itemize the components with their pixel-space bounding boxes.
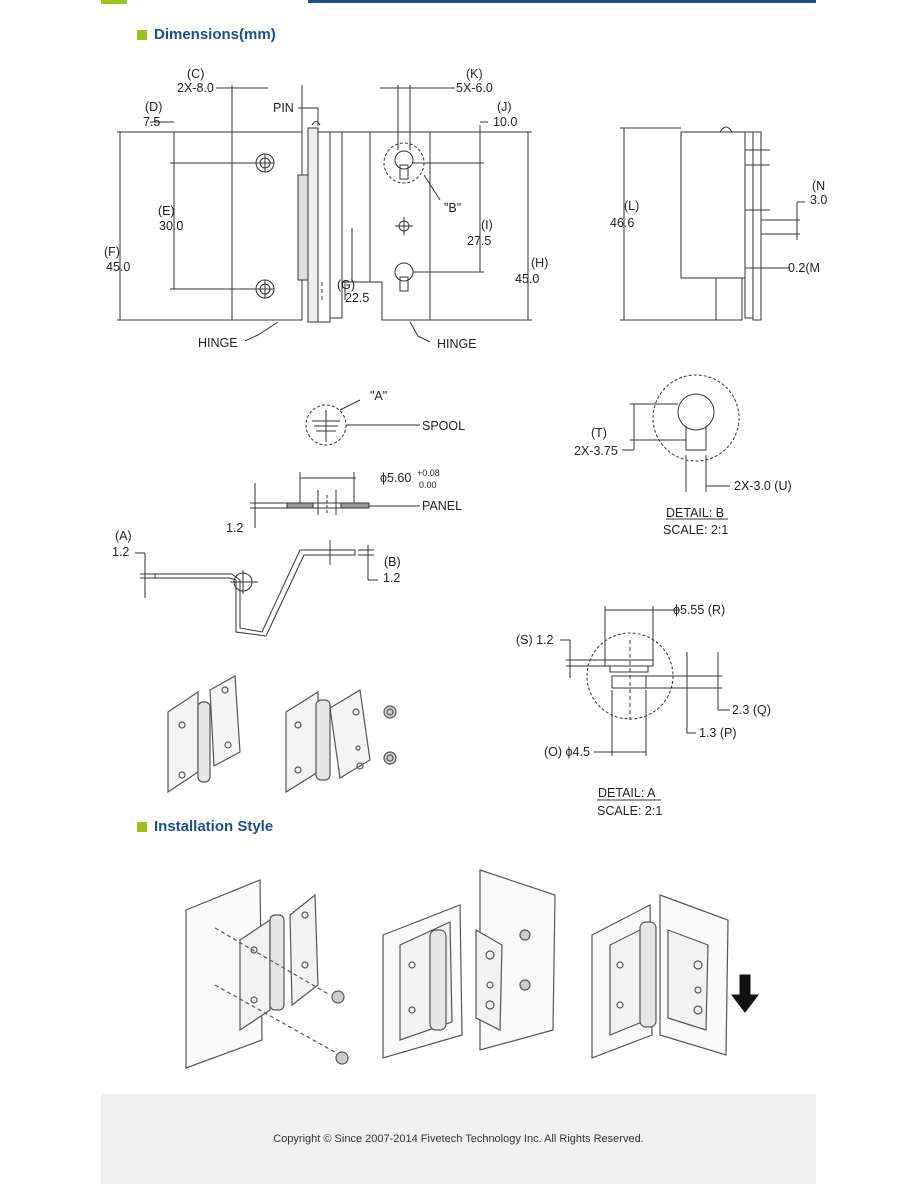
dim-b-label: (B): [384, 555, 401, 569]
pin-label: PIN: [273, 101, 294, 115]
hinge-right-label: HINGE: [437, 337, 477, 351]
dim-h-value: 45.0: [515, 272, 539, 286]
detail-a-scale: SCALE: 2:1: [597, 804, 662, 818]
dim-c-value: 2X-8.0: [177, 81, 214, 95]
dim-d-value: 7.5: [143, 115, 160, 129]
dim-l-label: (L): [624, 199, 639, 213]
dim-n-value: 3.0: [810, 193, 827, 207]
dim-k-label: (K): [466, 67, 483, 81]
down-arrow-icon: [730, 974, 760, 1013]
spool-label: SPOOL: [422, 419, 465, 433]
heading-bullet-icon: [137, 821, 147, 832]
dim-u-value: 2X-3.0 (U): [734, 479, 792, 493]
dimensions-title: Dimensions(mm): [154, 26, 276, 43]
dim-k-value: 5X-6.0: [456, 81, 493, 95]
dim-d-label: (D): [145, 100, 162, 114]
dim-n-label: (N: [812, 179, 825, 193]
dim-c-label: (C): [187, 67, 204, 81]
installation-heading: Installation Style: [137, 818, 273, 835]
dim-q-value: 2.3 (Q): [732, 703, 771, 717]
top-accent-green: [101, 0, 127, 4]
spool-dia-value: ϕ5.60: [380, 471, 411, 485]
panel-thk-value: 1.2: [226, 521, 243, 535]
dim-f-value: 45.0: [106, 260, 130, 274]
detail-a-title: DETAIL: A: [598, 786, 656, 800]
callout-a: "A": [370, 389, 387, 403]
top-accent-blue: [308, 0, 816, 3]
dimensions-heading: Dimensions(mm): [137, 26, 276, 43]
dim-j-label: (J): [497, 100, 512, 114]
copyright-text: Copyright © Since 2007-2014 Fivetech Tec…: [273, 1133, 644, 1145]
dim-j-value: 10.0: [493, 115, 517, 129]
dim-e-value: 30.0: [159, 219, 183, 233]
dim-t-value: 2X-3.75: [574, 444, 618, 458]
dim-i-label: (I): [481, 218, 493, 232]
dim-p-value: 1.3 (P): [699, 726, 737, 740]
dim-b-value: 1.2: [383, 571, 400, 585]
dim-a-label: (A): [115, 529, 132, 543]
installation-title: Installation Style: [154, 818, 274, 835]
dim-o-value: (O) ϕ4.5: [544, 745, 590, 759]
dim-r-value: ϕ5.55 (R): [673, 603, 725, 617]
detail-b-scale: SCALE: 2:1: [663, 523, 728, 537]
spool-tol-upper: +0.08: [417, 468, 440, 478]
dim-h-label: (H): [531, 256, 548, 270]
dim-i-value: 27.5: [467, 234, 491, 248]
dim-g-label: (G): [337, 278, 355, 292]
dim-s-value: (S) 1.2: [516, 633, 554, 647]
dim-l-value: 46.6: [610, 216, 634, 230]
dim-a-value: 1.2: [112, 545, 129, 559]
panel-label: PANEL: [422, 499, 462, 513]
detail-b-title: DETAIL: B: [666, 506, 724, 520]
footer: Copyright © Since 2007-2014 Fivetech Tec…: [101, 1094, 816, 1184]
hinge-left-label: HINGE: [198, 336, 238, 350]
dim-e-label: (E): [158, 204, 175, 218]
spool-tol-lower: 0.00: [419, 480, 437, 490]
dim-g-value: 22.5: [345, 291, 369, 305]
callout-b: "B": [444, 201, 461, 215]
dim-t-label: (T): [591, 426, 607, 440]
dim-m-value: 0.2(M: [788, 261, 820, 275]
dim-f-label: (F): [104, 245, 120, 259]
heading-bullet-icon: [137, 29, 147, 40]
